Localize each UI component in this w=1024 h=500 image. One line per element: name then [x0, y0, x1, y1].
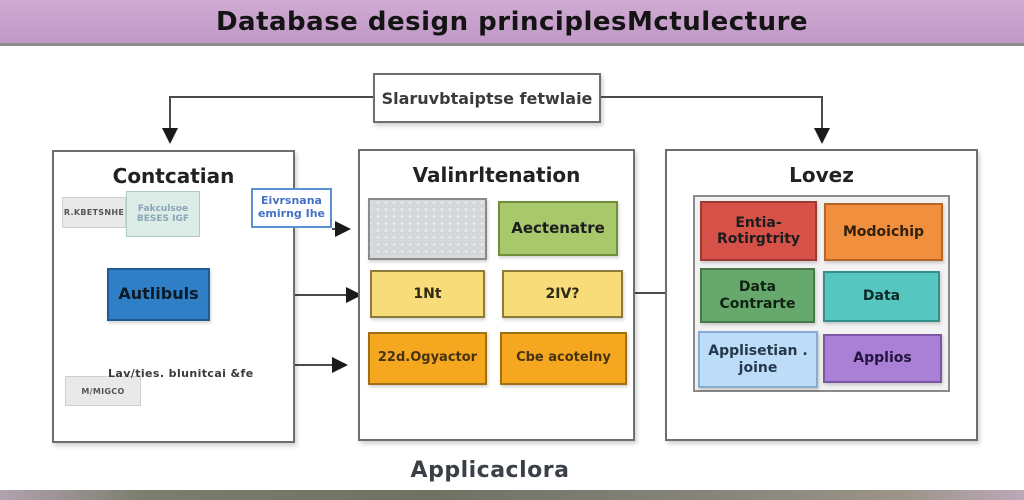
- middle-panel-title: Valinrltenation: [412, 163, 581, 187]
- gray-dotted-box: [368, 198, 487, 260]
- grid-cell-data: Data: [823, 271, 940, 322]
- orange-box-1-label: 22d.Ogyactor: [377, 350, 478, 366]
- yellow-box-2-label: 2IV?: [545, 285, 580, 302]
- cell-text: Rotirgtrity: [716, 231, 801, 247]
- left-panel-title: Contcatian: [112, 164, 235, 188]
- cell-text: Applios: [853, 350, 912, 367]
- left-tag-bottom: M/MIGCO: [65, 376, 141, 406]
- green-box-label: Aectenatre: [511, 218, 605, 237]
- grid-cell-data-contrarte: Data Contrarte: [700, 268, 815, 323]
- footer-caption: Applicaclora: [410, 458, 570, 483]
- cell-text: Contrarte: [719, 295, 796, 312]
- grid-cell-entity-integrity: Entia- Rotirgtrity: [700, 201, 817, 261]
- cell-text: Data: [738, 279, 777, 296]
- orange-box-2-label: Cbe acotelny: [516, 350, 611, 366]
- left-tag-top: R.KBETSNHE: [62, 197, 126, 228]
- top-structure-label: Slaruvbtaiptse fetwlaie: [381, 88, 593, 108]
- orange-box-1: 22d.Ogyactor: [368, 332, 487, 385]
- cell-text: Modoichip: [842, 223, 925, 240]
- callout-line1: Eivrsnana: [261, 194, 322, 208]
- title-bar: Database design principlesMctulecture: [0, 0, 1024, 46]
- attribute-label: Autlibuls: [118, 284, 199, 304]
- top-structure-box: Slaruvbtaiptse fetwlaie: [373, 73, 601, 123]
- yellow-box-2: 2IV?: [502, 270, 623, 318]
- cell-text: Entia-: [735, 214, 782, 231]
- yellow-box-1-label: 1Nt: [413, 285, 442, 302]
- right-panel-title: Lovez: [789, 163, 854, 187]
- left-note-line2: BESES IGF: [136, 214, 190, 224]
- grid-cell-application-joine: Applisetian . joine: [698, 331, 818, 388]
- left-note-box: Fakculsoe BESES IGF: [126, 191, 200, 237]
- cell-text: Data: [862, 288, 901, 305]
- orange-box-2: Cbe acotelny: [500, 332, 627, 385]
- cell-text: joine: [738, 359, 778, 376]
- left-note-line1: Fakculsoe: [137, 203, 189, 214]
- callout-line2: emirng Ihe: [257, 207, 326, 220]
- grid-cell-modoichip: Modoichip: [824, 203, 943, 261]
- attribute-box: Autlibuls: [107, 268, 210, 321]
- bottom-edge-strip: [0, 490, 1024, 500]
- left-bottom-note: Lav/ties. blunitcai &fe: [108, 367, 254, 380]
- grid-cell-applios: Applios: [823, 334, 942, 383]
- green-box: Aectenatre: [498, 201, 618, 256]
- page-title: Database design principlesMctulecture: [215, 6, 809, 37]
- yellow-box-1: 1Nt: [370, 270, 485, 318]
- callout-box: Eivrsnana emirng Ihe: [251, 188, 332, 228]
- cell-text: Applisetian .: [708, 343, 808, 360]
